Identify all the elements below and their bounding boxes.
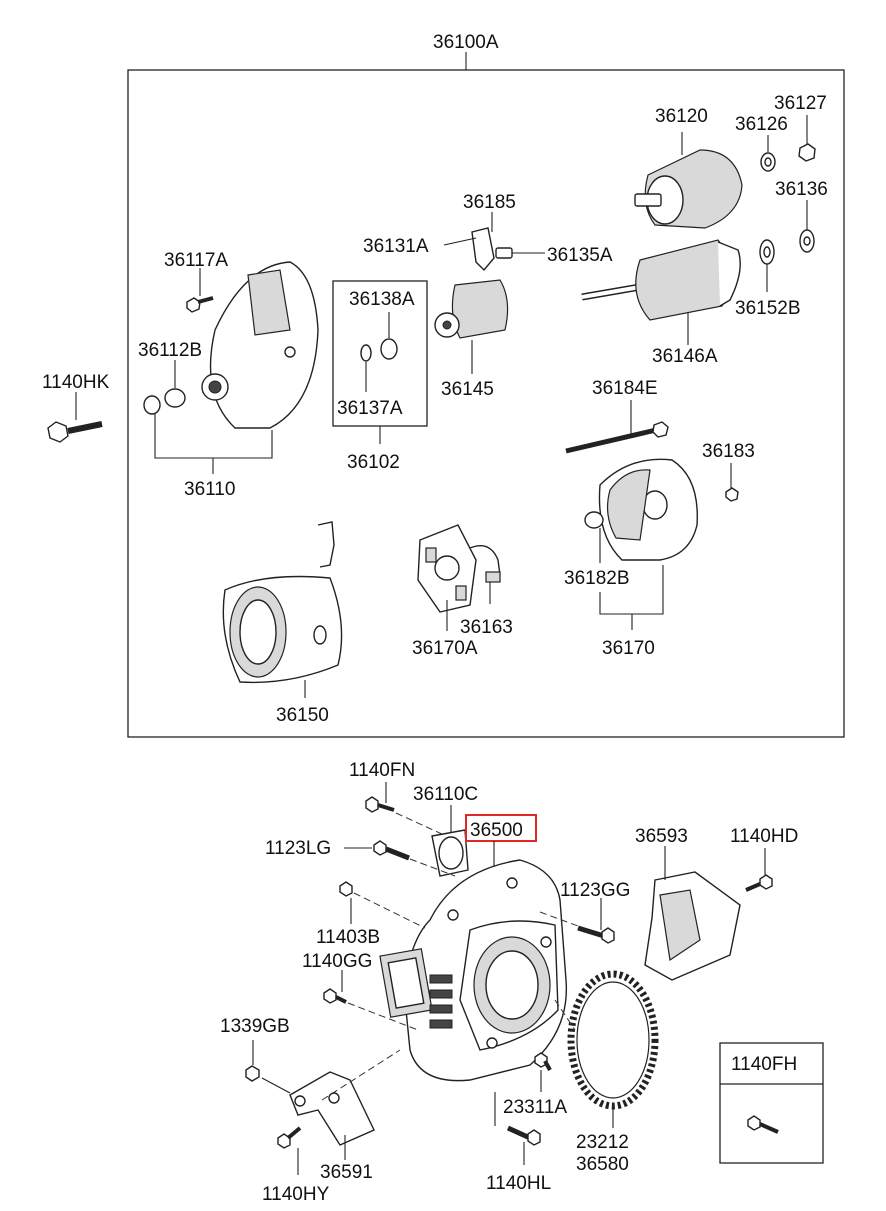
bolt-1140HL[interactable]	[494, 1092, 541, 1165]
washer-36136[interactable]	[799, 200, 815, 253]
label-11403B[interactable]: 11403B	[316, 927, 380, 948]
through-bolt-36184E[interactable]	[565, 400, 669, 454]
bushing-36112B[interactable]	[143, 360, 186, 415]
label-23212[interactable]: 23212	[576, 1132, 629, 1153]
ring-gear-23212[interactable]	[567, 970, 659, 1128]
lever-36185[interactable]	[443, 212, 545, 272]
bolt-23311A[interactable]	[534, 1052, 552, 1092]
pinion-clutch-36145[interactable]	[434, 279, 509, 374]
nut-36127[interactable]	[798, 115, 816, 162]
bushing-36182B[interactable]	[584, 511, 604, 563]
label-36100A[interactable]: 36100A	[433, 32, 499, 53]
label-36184E[interactable]: 36184E	[592, 378, 658, 399]
label-36183[interactable]: 36183	[702, 441, 755, 462]
label-36591[interactable]: 36591	[320, 1162, 373, 1183]
bolt-1140GG[interactable]	[323, 970, 419, 1031]
brush-holder-36170A[interactable]	[417, 524, 477, 631]
bolt-1123LG[interactable]	[344, 840, 456, 877]
label-36126[interactable]: 36126	[735, 114, 788, 135]
ring-36138A[interactable]	[380, 312, 398, 360]
front-housing-36110[interactable]	[201, 261, 319, 429]
brush-36163[interactable]	[469, 545, 501, 604]
inset-box-1140FH[interactable]	[719, 1042, 824, 1164]
label-36131A[interactable]: 36131A	[363, 236, 429, 257]
bolt-1140HK[interactable]	[47, 392, 103, 443]
bolt-36117A[interactable]	[186, 268, 214, 313]
label-36102[interactable]: 36102	[347, 452, 400, 473]
bolt-1140FN[interactable]	[365, 782, 445, 836]
label-36185[interactable]: 36185	[463, 192, 516, 213]
label-23311A[interactable]: 23311A	[503, 1097, 567, 1118]
label-36138A[interactable]: 36138A	[349, 289, 415, 310]
label-36117A[interactable]: 36117A	[164, 250, 228, 271]
label-1140HL[interactable]: 1140HL	[486, 1173, 551, 1194]
label-36182B[interactable]: 36182B	[564, 568, 630, 589]
washer-36126[interactable]	[760, 135, 776, 172]
bracket-36593[interactable]	[644, 846, 741, 981]
armature-36146A[interactable]	[581, 239, 741, 345]
label-36120[interactable]: 36120	[655, 106, 708, 127]
bolt-11403B[interactable]	[339, 881, 426, 929]
highlight-box-36500[interactable]	[465, 814, 537, 842]
screw-36183[interactable]	[725, 463, 739, 502]
label-36137A[interactable]: 36137A	[337, 398, 403, 419]
label-36152B[interactable]: 36152B	[735, 298, 801, 319]
label-1140FN[interactable]: 1140FN	[349, 760, 415, 781]
gasket-36110C[interactable]	[431, 805, 469, 877]
nut-1339GB[interactable]	[245, 1040, 291, 1094]
label-1140HK[interactable]: 1140HK	[42, 372, 110, 393]
label-36170A[interactable]: 36170A	[412, 638, 478, 659]
label-36170[interactable]: 36170	[602, 638, 655, 659]
bracket-36591[interactable]	[289, 1071, 375, 1160]
label-1339GB[interactable]: 1339GB	[220, 1016, 290, 1037]
label-36580[interactable]: 36580	[576, 1154, 629, 1175]
label-36110C[interactable]: 36110C	[413, 784, 478, 805]
label-36112B[interactable]: 36112B	[138, 340, 202, 361]
solenoid-36120[interactable]	[634, 132, 743, 229]
yoke-36150[interactable]	[222, 521, 343, 698]
ring-36137A[interactable]	[360, 344, 372, 392]
bolt-1140HY[interactable]	[277, 1126, 302, 1175]
starter-assembly-frame	[127, 69, 845, 738]
label-36150[interactable]: 36150	[276, 705, 329, 726]
label-1123LG[interactable]: 1123LG	[265, 838, 331, 859]
label-36146A[interactable]: 36146A	[652, 346, 718, 367]
label-1140GG[interactable]: 1140GG	[302, 951, 372, 972]
adapter-plate-36500[interactable]	[403, 859, 568, 1082]
label-36135A[interactable]: 36135A	[547, 245, 613, 266]
label-36163[interactable]: 36163	[460, 617, 513, 638]
label-36136[interactable]: 36136	[775, 179, 828, 200]
label-36127[interactable]: 36127	[774, 93, 827, 114]
bolt-1123GG[interactable]	[539, 898, 615, 944]
label-1140HD[interactable]: 1140HD	[730, 826, 798, 847]
washer-36152B[interactable]	[759, 239, 775, 292]
label-1140HY[interactable]: 1140HY	[262, 1184, 330, 1205]
label-36110[interactable]: 36110	[184, 479, 235, 500]
label-36593[interactable]: 36593	[635, 826, 688, 847]
connector-block	[379, 948, 453, 1029]
rear-cover-36170[interactable]	[598, 458, 698, 561]
label-1140FH[interactable]: 1140FH	[731, 1054, 797, 1075]
label-1123GG[interactable]: 1123GG	[560, 880, 630, 901]
label-36500[interactable]: 36500	[470, 820, 523, 841]
bolt-1140HD[interactable]	[745, 848, 773, 892]
label-36145[interactable]: 36145	[441, 379, 494, 400]
